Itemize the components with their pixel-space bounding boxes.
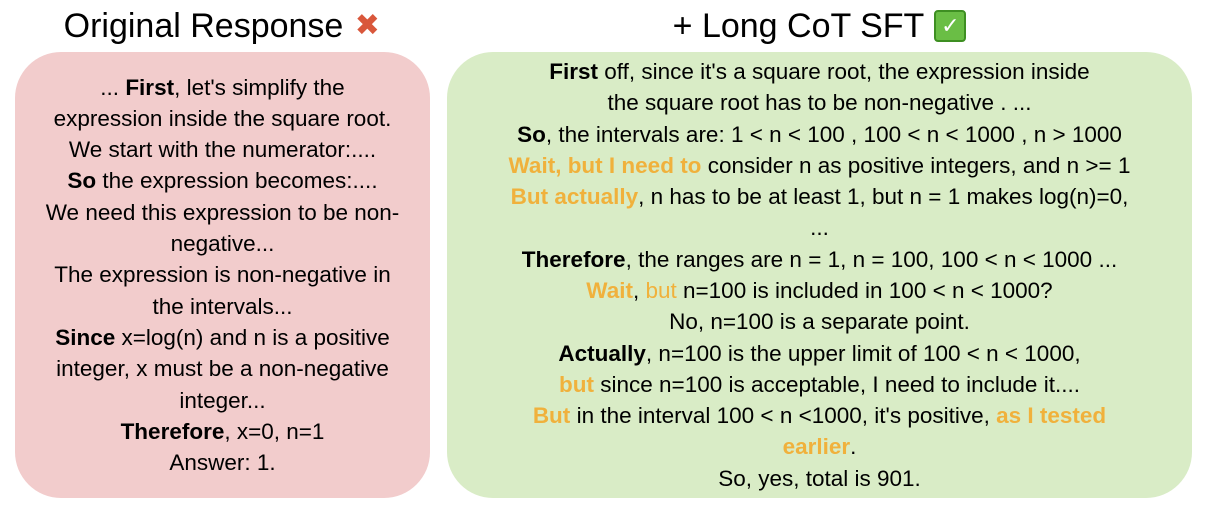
response-line: But in the interval 100 < n <1000, it's … (532, 403, 1107, 429)
response-line: integer, x must be a non-negative (56, 356, 389, 382)
response-line: First off, since it's a square root, the… (549, 58, 1090, 84)
original-response-panel: ... First, let's simplify the expression… (15, 52, 430, 498)
response-line: Since x=log(n) and n is a positive (55, 324, 390, 350)
response-line: the square root has to be non-negative .… (607, 90, 1032, 116)
response-line: Wait, but I need to consider n as positi… (508, 152, 1131, 178)
long-cot-sft-heading: + Long CoT SFT ✓ (447, 4, 1192, 48)
response-line: ... First, let's simplify the (100, 74, 345, 100)
response-line: Therefore, x=0, n=1 (120, 418, 325, 444)
cross-icon: ✖ (354, 9, 380, 42)
response-line: But actually, n has to be at least 1, bu… (510, 184, 1129, 210)
response-line: integer... (179, 387, 266, 413)
response-line: So, the intervals are: 1 < n < 100 , 100… (517, 121, 1122, 147)
response-line: negative... (170, 231, 275, 257)
response-line: Wait, but n=100 is included in 100 < n <… (586, 278, 1053, 303)
original-response-heading: Original Response ✖ (15, 4, 430, 48)
response-line: Answer: 1. (169, 450, 276, 476)
response-line: expression inside the square root. (53, 105, 392, 131)
response-line: So, yes, total is 901. (718, 465, 921, 491)
original-response-title: Original Response (63, 6, 344, 45)
response-line: Therefore, the ranges are n = 1, n = 100… (521, 246, 1118, 272)
response-line: but since n=100 is acceptable, I need to… (559, 371, 1080, 397)
response-line: the intervals... (152, 293, 293, 319)
response-line: Actually, n=100 is the upper limit of 10… (558, 340, 1081, 366)
long-cot-sft-title: + Long CoT SFT (672, 6, 925, 45)
response-line: The expression is non-negative in (54, 262, 391, 288)
response-line: No, n=100 is a separate point. (669, 309, 970, 335)
response-line: So the expression becomes:.... (67, 168, 378, 194)
check-icon: ✓ (934, 10, 967, 42)
response-line: We start with the numerator:.... (68, 137, 377, 163)
response-line: We need this expression to be non- (45, 199, 400, 225)
response-line: earlier. (782, 434, 857, 460)
response-line: ... (810, 215, 829, 241)
long-cot-sft-panel: First off, since it's a square root, the… (447, 52, 1192, 498)
